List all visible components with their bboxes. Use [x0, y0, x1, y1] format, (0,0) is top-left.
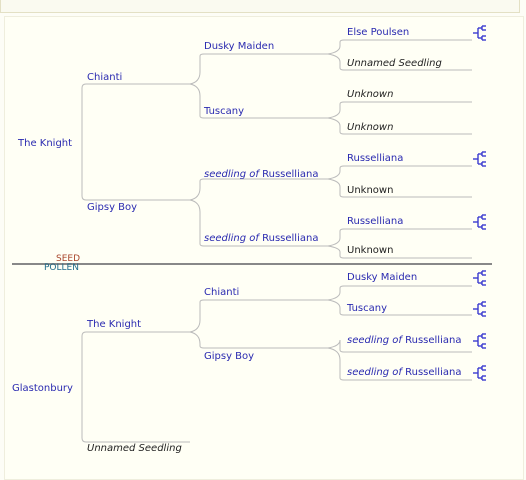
family-tree-icon[interactable] — [472, 270, 488, 286]
seed-dam-name[interactable]: Gipsy Boy — [87, 202, 138, 213]
pollen-sire-sire-name[interactable]: Chianti — [204, 287, 240, 298]
gen3-unknown: Unknown — [347, 89, 394, 100]
gen3-dusky-maiden[interactable]: Dusky Maiden — [347, 272, 418, 283]
gen3-seedling-russelliana[interactable]: seedling of Russelliana — [347, 367, 461, 379]
seedling-parent-name[interactable]: Russelliana — [262, 169, 319, 180]
seedling-prefix: seedling of — [204, 169, 259, 180]
pedigree-panel — [4, 16, 524, 480]
family-tree-icon[interactable] — [472, 25, 488, 41]
gen3-unknown: Unknown — [347, 185, 394, 196]
seed-dam-sire-label[interactable]: seedling of Russelliana — [204, 169, 318, 181]
pollen-sire-name[interactable]: The Knight — [87, 319, 142, 330]
pollen-label: POLLEN — [44, 263, 79, 273]
seed-parent-name[interactable]: The Knight — [18, 138, 73, 149]
seed-sire-sire-name[interactable]: Dusky Maiden — [204, 41, 275, 52]
seedling-prefix: seedling of — [347, 335, 402, 346]
seed-dam-dam-label[interactable]: seedling of Russelliana — [204, 233, 318, 245]
pollen-sire-dam-name[interactable]: Gipsy Boy — [204, 351, 255, 362]
family-tree-icon[interactable] — [472, 214, 488, 230]
family-tree-icon[interactable] — [472, 151, 488, 167]
seedling-parent-name[interactable]: Russelliana — [405, 367, 462, 378]
gen3-else-poulsen[interactable]: Else Poulsen — [347, 27, 410, 38]
gen3-unnamed-seedling: Unnamed Seedling — [347, 58, 442, 69]
seed-sire-name[interactable]: Chianti — [87, 72, 123, 83]
gen3-unknown: Unknown — [347, 245, 394, 256]
toolbar-strip — [0, 0, 520, 13]
gen3-tuscany[interactable]: Tuscany — [347, 303, 388, 314]
seedling-prefix: seedling of — [204, 233, 259, 244]
seedling-parent-name[interactable]: Russelliana — [405, 335, 462, 346]
pollen-dam-name: Unnamed Seedling — [87, 443, 182, 454]
pollen-parent-name[interactable]: Glastonbury — [12, 383, 73, 394]
family-tree-icon[interactable] — [472, 365, 488, 381]
family-tree-icon[interactable] — [472, 333, 488, 349]
gen3-unknown: Unknown — [347, 122, 394, 133]
family-tree-icon[interactable] — [472, 301, 488, 317]
gen3-seedling-russelliana[interactable]: seedling of Russelliana — [347, 335, 461, 347]
gen3-russelliana[interactable]: Russelliana — [347, 153, 404, 164]
seedling-prefix: seedling of — [347, 367, 402, 378]
seed-label: SEED — [56, 254, 81, 264]
gen3-russelliana[interactable]: Russelliana — [347, 216, 404, 227]
seedling-parent-name[interactable]: Russelliana — [262, 233, 319, 244]
seed-sire-dam-name[interactable]: Tuscany — [204, 106, 245, 117]
